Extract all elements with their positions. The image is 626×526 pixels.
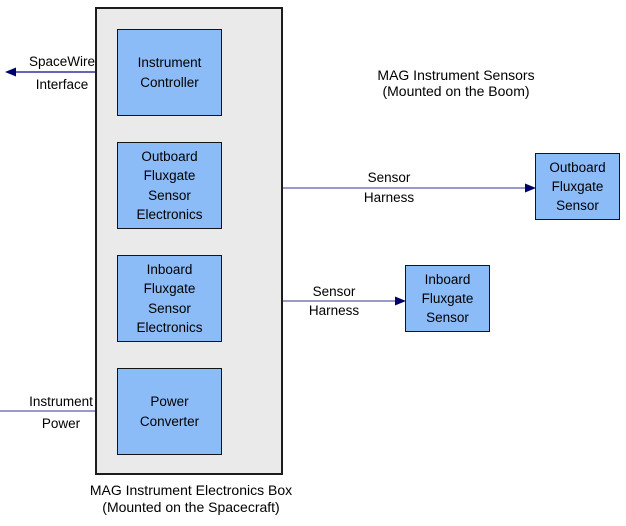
sensor-label-line: Sensor bbox=[556, 198, 599, 213]
module-label-line: Power bbox=[150, 394, 189, 409]
sensors-section-title: MAG Instrument Sensors (Mounted on the B… bbox=[350, 67, 562, 99]
instrument-power-label-line1: Instrument bbox=[29, 394, 93, 409]
outboard-fluxgate-sensor-box: Outboard Fluxgate Sensor bbox=[535, 153, 620, 220]
module-label-line: Converter bbox=[139, 413, 200, 429]
module-label-line: Sensor bbox=[148, 300, 191, 316]
module-label-line: Sensor bbox=[148, 187, 191, 203]
module-instrument-controller: Instrument Controller bbox=[117, 29, 222, 116]
caption-line1: MAG Instrument Electronics Box bbox=[89, 482, 293, 498]
sensor-label-line: Inboard bbox=[424, 272, 471, 287]
spacewire-label-line2: Interface bbox=[35, 77, 89, 92]
sensor-label-line: Fluxgate bbox=[421, 291, 474, 306]
instrument-power-label-line2: Power bbox=[41, 416, 81, 431]
module-power-converter: Power Converter bbox=[117, 368, 222, 455]
inboard-fluxgate-sensor-box: Inboard Fluxgate Sensor bbox=[405, 265, 490, 332]
inboard-harness-label-line2: Harness bbox=[308, 303, 360, 318]
module-label-line: Fluxgate bbox=[143, 168, 196, 183]
arrowhead-left-icon bbox=[5, 67, 16, 77]
module-label-line: Fluxgate bbox=[143, 281, 196, 296]
module-label-line: Inboard bbox=[146, 261, 193, 277]
spacewire-label-line1: SpaceWire bbox=[28, 54, 96, 69]
module-label-line: Instrument bbox=[137, 55, 202, 70]
sensor-label-line: Sensor bbox=[426, 310, 469, 325]
arrowhead-right-icon bbox=[525, 183, 536, 193]
module-outboard-fluxgate-sensor-electronics: Outboard Fluxgate Sensor Electronics bbox=[117, 142, 222, 229]
sensor-label-line: Fluxgate bbox=[551, 179, 604, 194]
module-label-line: Electronics bbox=[136, 207, 203, 222]
arrowhead-right-icon bbox=[395, 296, 406, 306]
electronics-box-caption: MAG Instrument Electronics Box (Mounted … bbox=[62, 482, 320, 516]
module-inboard-fluxgate-sensor-electronics: Inboard Fluxgate Sensor Electronics bbox=[117, 255, 222, 342]
module-label-line: Controller bbox=[140, 74, 199, 90]
inboard-harness-label-line1: Sensor bbox=[312, 284, 356, 299]
outboard-harness-label-line2: Harness bbox=[363, 190, 415, 205]
module-label-line: Outboard bbox=[141, 148, 198, 164]
sensors-title-line1: MAG Instrument Sensors bbox=[377, 67, 535, 83]
sensors-title-line2: (Mounted on the Boom) bbox=[382, 83, 530, 99]
outboard-harness-label-line1: Sensor bbox=[367, 170, 411, 185]
sensor-label-line: Outboard bbox=[549, 160, 606, 175]
caption-line2: (Mounted on the Spacecraft) bbox=[102, 499, 280, 515]
module-label-line: Electronics bbox=[136, 320, 203, 335]
